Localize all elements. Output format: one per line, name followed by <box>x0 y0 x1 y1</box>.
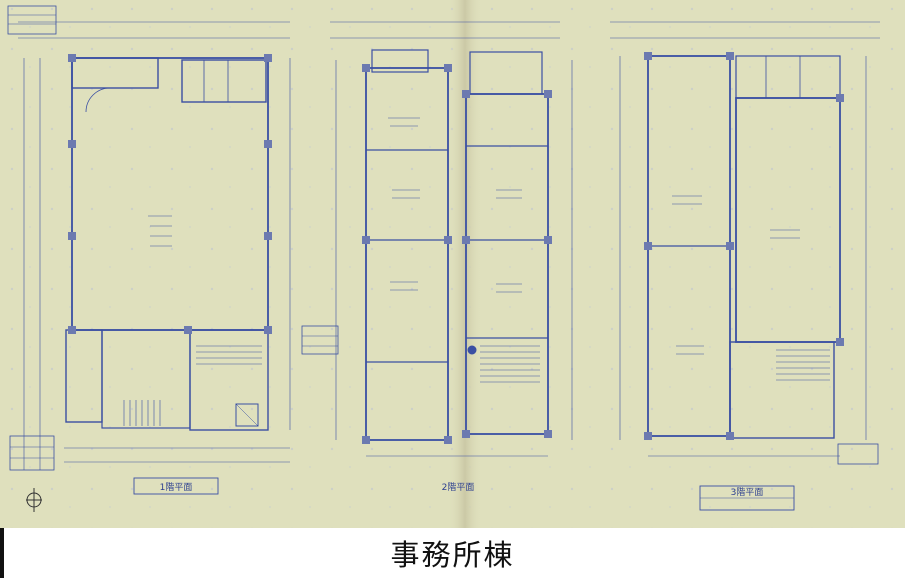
plan-title-2f: 2階平面 <box>442 482 475 493</box>
floor-plan-1f <box>7 5 339 495</box>
plan-title-3f: 3階平面 <box>731 487 764 498</box>
left-edge-rule <box>0 528 4 578</box>
blueprint-scan: 1階平面 <box>0 0 905 528</box>
floor-plan-3f <box>610 21 880 511</box>
floor-plan-2f <box>330 21 573 457</box>
plan-title-1f: 1階平面 <box>160 482 193 493</box>
north-arrow-icon <box>26 488 42 512</box>
page-caption: 事務所棟 <box>390 538 515 572</box>
